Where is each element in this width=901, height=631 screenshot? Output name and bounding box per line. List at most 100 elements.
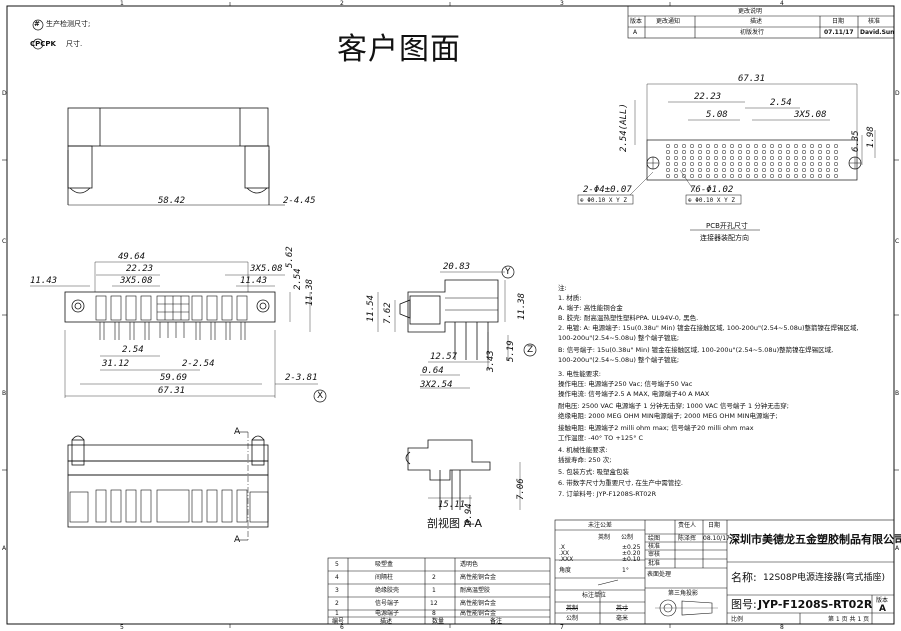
pcb-hole: [817, 155, 823, 161]
pcb-hole: [697, 167, 703, 173]
pcb-hole: [761, 155, 767, 161]
note-line: 7. 订单料号: JYP-F1208S-RT02R: [558, 490, 657, 498]
version-value: A: [879, 604, 886, 614]
revision-col-date: 日期: [832, 18, 845, 25]
pcb-hole: [681, 149, 687, 155]
dim-front-562: 5.62: [285, 246, 295, 268]
pcb-direction-caption: 连接器装配方向: [700, 234, 749, 242]
pcb-hole: [737, 161, 743, 167]
pcb-hole: [705, 167, 711, 173]
frame-number-8: 8: [780, 624, 784, 631]
pcb-hole: [721, 143, 727, 149]
angle-label: 角度: [559, 567, 572, 574]
bom-qty: 12: [430, 600, 438, 607]
pcb-hole: [817, 161, 823, 167]
dim-front-22: 22.23: [126, 264, 154, 274]
pcb-hole: [689, 155, 695, 161]
bom-no: 4: [335, 574, 339, 581]
note-line: 6. 带数字尺寸为重要尺寸, 在生产中需管控.: [558, 479, 683, 487]
dim-pcb-6731: 67.31: [738, 74, 766, 84]
projection-symbol: [655, 599, 718, 617]
dim-top-width: 58.42: [158, 196, 186, 206]
note-line: 100-200u"(2.54~5.08u) 整个端子镀底;: [558, 334, 680, 342]
dim-front-254-vert: 2.54: [293, 268, 303, 290]
note-line: B: 信号端子: 15u(0.38u" Min) 镀金在接触区域, 100-20…: [558, 346, 834, 354]
pcb-hole: [833, 143, 839, 149]
pcb-hole: [737, 149, 743, 155]
pcb-hole: [729, 143, 735, 149]
bom-name: 吸塑盒: [375, 561, 394, 568]
pcb-hole: [785, 161, 791, 167]
pcb-hole: [777, 143, 783, 149]
pcb-hole: [745, 173, 751, 179]
role-reviewer: 审核: [648, 551, 661, 558]
pcb-hole: [681, 167, 687, 173]
pcb-hole: [721, 161, 727, 167]
pcb-hole: [809, 173, 815, 179]
pcb-hole: [817, 173, 823, 179]
top-view: [67, 107, 285, 206]
dim-side-064: 0.64: [422, 366, 444, 376]
pcb-hole: [801, 173, 807, 179]
pcb-hole: [665, 143, 671, 149]
pcb-hole: [753, 173, 759, 179]
note-line: 5. 包装方式: 吸塑盒包装: [558, 468, 630, 476]
pcb-hole: [769, 149, 775, 155]
pcb-hole: [705, 155, 711, 161]
scale-label: 比例: [731, 616, 744, 623]
pcb-hole: [673, 143, 679, 149]
pcb-hole: [785, 155, 791, 161]
pcb-hole: [777, 167, 783, 173]
pcb-hole: [721, 155, 727, 161]
dim-pcb-2223: 22.23: [694, 92, 722, 102]
note-line: 3. 电性能要求:: [558, 370, 601, 378]
pcb-hole: [809, 167, 815, 173]
unit-metric: 公制: [621, 534, 634, 541]
pcb-hole: [769, 143, 775, 149]
bom-grid: [327, 557, 551, 625]
section-view: [405, 439, 521, 512]
dim-front-254: 2.54: [122, 345, 144, 355]
frame-letter-c-right: C: [895, 238, 900, 245]
frame-letter-a-right: A: [895, 545, 900, 552]
legend-text-1: 生产检测尺寸;: [46, 20, 91, 28]
part-number-value: JYP-F1208S-RT02R: [758, 598, 873, 611]
dim-pcb-3x508: 3X5.08: [794, 110, 827, 120]
tol-xx-value: ±0.20: [622, 550, 641, 557]
pcb-hole: [785, 143, 791, 149]
pcb-hole: [705, 161, 711, 167]
tolerance-frame-1: ⊕ Φ0.10 X Y Z: [580, 197, 627, 204]
revision-col-approve: 核准: [868, 18, 881, 25]
dim-pcb-508: 5.08: [706, 110, 728, 120]
pcb-hole: [769, 167, 775, 173]
unit-title: 标注单位: [582, 592, 607, 599]
pcb-hole: [785, 167, 791, 173]
pcb-hole: [801, 143, 807, 149]
pcb-hole: [745, 167, 751, 173]
note-line: 绝缘电阻: 2000 MEG OHM MIN电源端子; 2000 MEG OHM…: [558, 412, 778, 420]
dim-side-3x254: 3X2.54: [420, 380, 453, 390]
pcb-hole: [721, 173, 727, 179]
bom-material: 透明色: [460, 561, 479, 568]
bom-no: 3: [335, 587, 339, 594]
version-label: 版本: [876, 597, 889, 604]
dim-front-height: 11.38: [305, 278, 315, 306]
unit-mm-opt: 毫米: [616, 615, 629, 622]
pcb-hole: [673, 167, 679, 173]
dim-section-706: 7.06: [516, 478, 526, 500]
pcb-hole: [681, 143, 687, 149]
tol-x-value: ±0.25: [622, 544, 641, 551]
role-responsible: 责任人: [678, 522, 697, 529]
front-view: [30, 261, 327, 403]
section-caption: 剖视图 A-A: [427, 517, 483, 530]
pcb-hole: [817, 149, 823, 155]
pcb-hole: [705, 149, 711, 155]
dim-front-1143-left: 11.43: [30, 276, 58, 286]
datum-y: Y: [505, 267, 511, 277]
pcb-hole: [705, 173, 711, 179]
pcb-hole: [825, 143, 831, 149]
bom-name: 信号端子: [375, 600, 400, 607]
dim-front-1143-right: 11.43: [240, 276, 268, 286]
bom-material: 高性能铜合金: [460, 574, 497, 581]
